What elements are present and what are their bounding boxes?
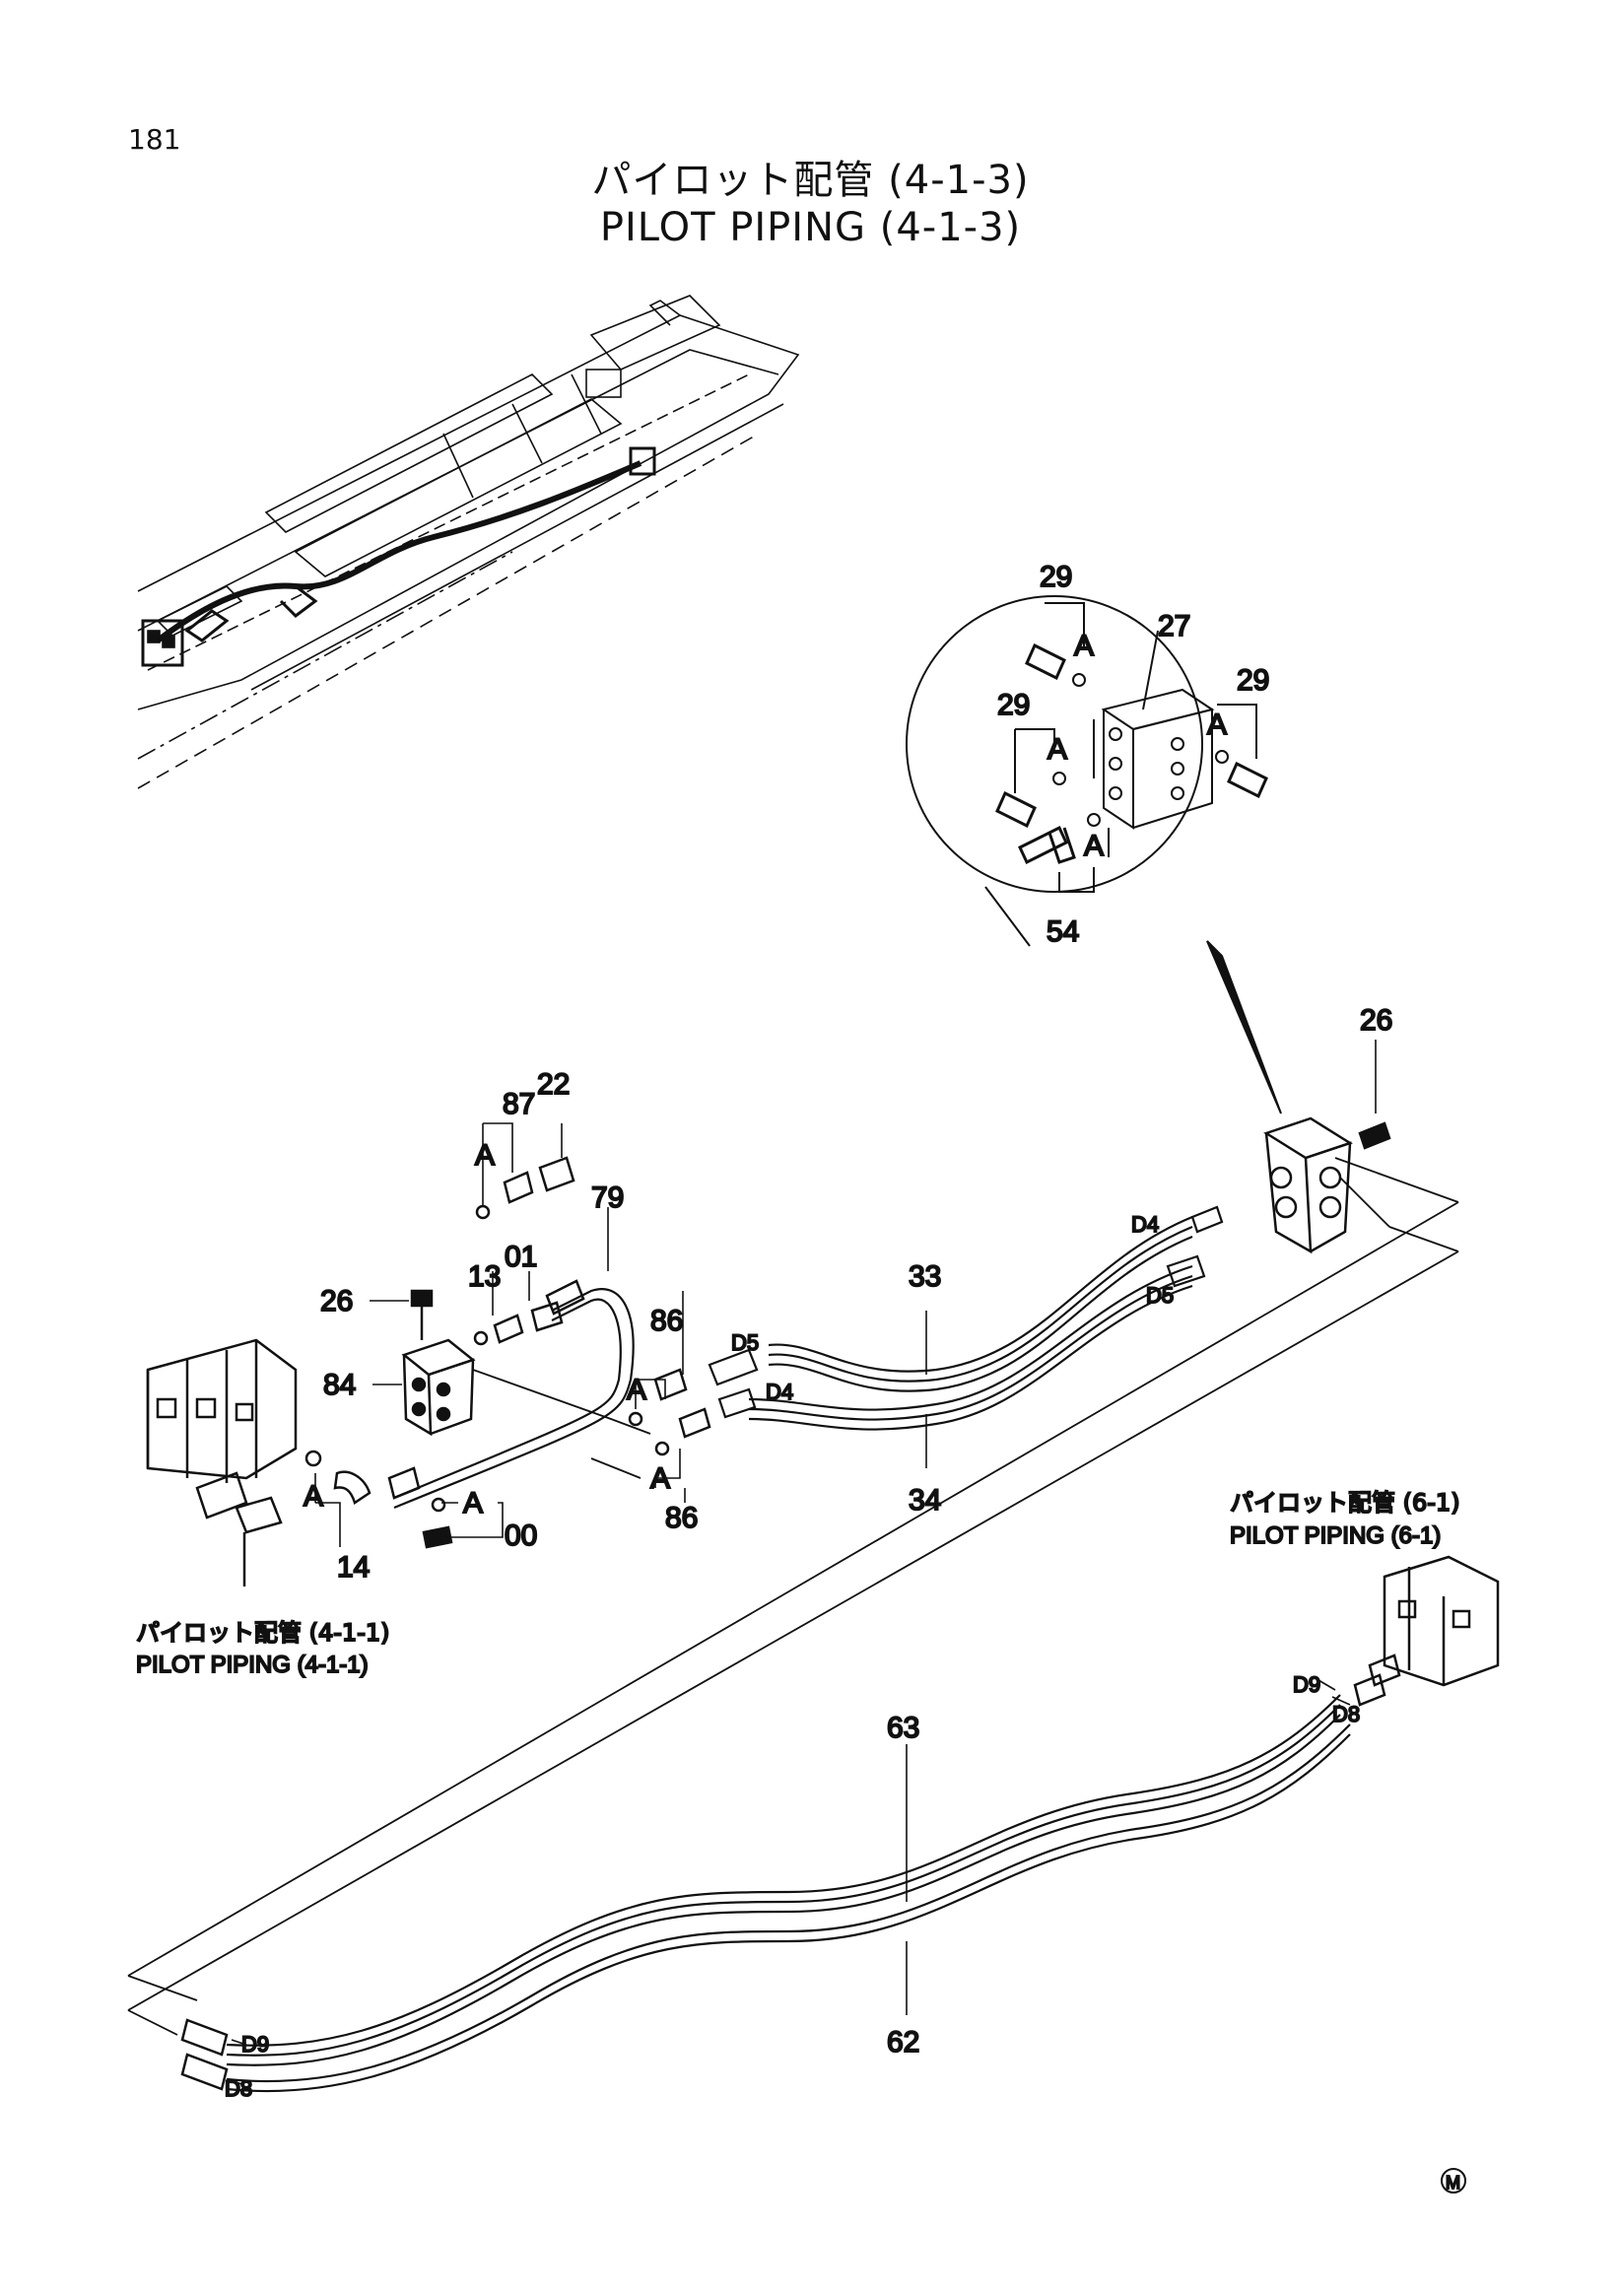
- port-label-d9-left: D9: [241, 2032, 269, 2057]
- block-84: [401, 1289, 476, 1437]
- detail-label-a2: A: [1207, 709, 1227, 741]
- hoses-33-34: [708, 1205, 1224, 1431]
- part-label-13: 13: [468, 1260, 501, 1293]
- port-label-d9-right: D9: [1293, 1672, 1320, 1697]
- part-label-a5: A: [475, 1139, 495, 1172]
- detail-label-a1: A: [1074, 630, 1094, 662]
- part-label-34: 34: [909, 1484, 941, 1517]
- part-label-86-top: 86: [650, 1305, 683, 1337]
- part-label-87: 87: [503, 1088, 535, 1120]
- part-label-33: 33: [909, 1260, 941, 1293]
- part-label-01: 01: [505, 1241, 537, 1273]
- part-label-63: 63: [887, 1712, 919, 1744]
- valve-block-6-1: [1353, 1555, 1500, 1707]
- detail-label-a3: A: [1047, 733, 1067, 766]
- part-label-26-right: 26: [1360, 1004, 1392, 1037]
- ref-pilot-piping-6-1-en: PILOT PIPING (6-1): [1230, 1522, 1441, 1549]
- port-label-d8-left: D8: [225, 2076, 252, 2101]
- detail-label-29-right: 29: [1237, 664, 1269, 697]
- part-label-a6: A: [627, 1374, 646, 1406]
- title-japanese: パイロット配管 (4-1-3): [591, 158, 1030, 203]
- hoses-62-63: [180, 1694, 1351, 2093]
- ref-pilot-piping-4-1-1-en: PILOT PIPING (4-1-1): [136, 1652, 369, 1678]
- detail-label-27: 27: [1158, 610, 1190, 642]
- page-number: 181: [128, 123, 181, 156]
- part-label-00: 00: [505, 1519, 537, 1552]
- part-label-84: 84: [323, 1369, 356, 1401]
- part-label-14: 14: [337, 1551, 370, 1584]
- part-label-a8: A: [304, 1480, 323, 1513]
- control-valve-assembly: [146, 1338, 421, 1587]
- part-label-62: 62: [887, 2026, 919, 2059]
- part-label-a9: A: [463, 1487, 483, 1519]
- hose-79: [393, 1279, 635, 1510]
- valve-block-right: [1263, 1116, 1391, 1254]
- port-label-d5-left: D5: [731, 1330, 759, 1355]
- port-label-d5-right: D5: [1146, 1283, 1174, 1308]
- part-label-79: 79: [591, 1182, 624, 1214]
- detail-label-a4: A: [1084, 830, 1104, 862]
- port-label-d8-right: D8: [1332, 1702, 1360, 1726]
- detail-label-29-left: 29: [997, 689, 1030, 721]
- port-label-d4-right: D4: [1131, 1212, 1159, 1237]
- part-label-86-bottom: 86: [665, 1502, 698, 1534]
- title-english: PILOT PIPING (4-1-3): [599, 205, 1022, 250]
- corner-mark: M: [1446, 2173, 1460, 2193]
- ref-pilot-piping-4-1-1-jp: パイロット配管 (4-1-1): [136, 1619, 389, 1647]
- port-label-d4-left: D4: [766, 1380, 793, 1404]
- ref-pilot-piping-6-1-jp: パイロット配管 (6-1): [1230, 1489, 1460, 1517]
- part-label-a7: A: [650, 1462, 670, 1495]
- part-label-26-left: 26: [320, 1285, 353, 1317]
- detail-label-54: 54: [1047, 915, 1079, 948]
- part-label-22: 22: [537, 1068, 570, 1101]
- detail-label-29-top: 29: [1040, 561, 1072, 593]
- small-fittings: [422, 1156, 711, 1549]
- machine-frame-illustration: [137, 295, 800, 789]
- detail-view-circle: [906, 595, 1282, 1114]
- leader-lines: [228, 1040, 1466, 2194]
- long-frame-outline: [127, 1157, 1459, 2036]
